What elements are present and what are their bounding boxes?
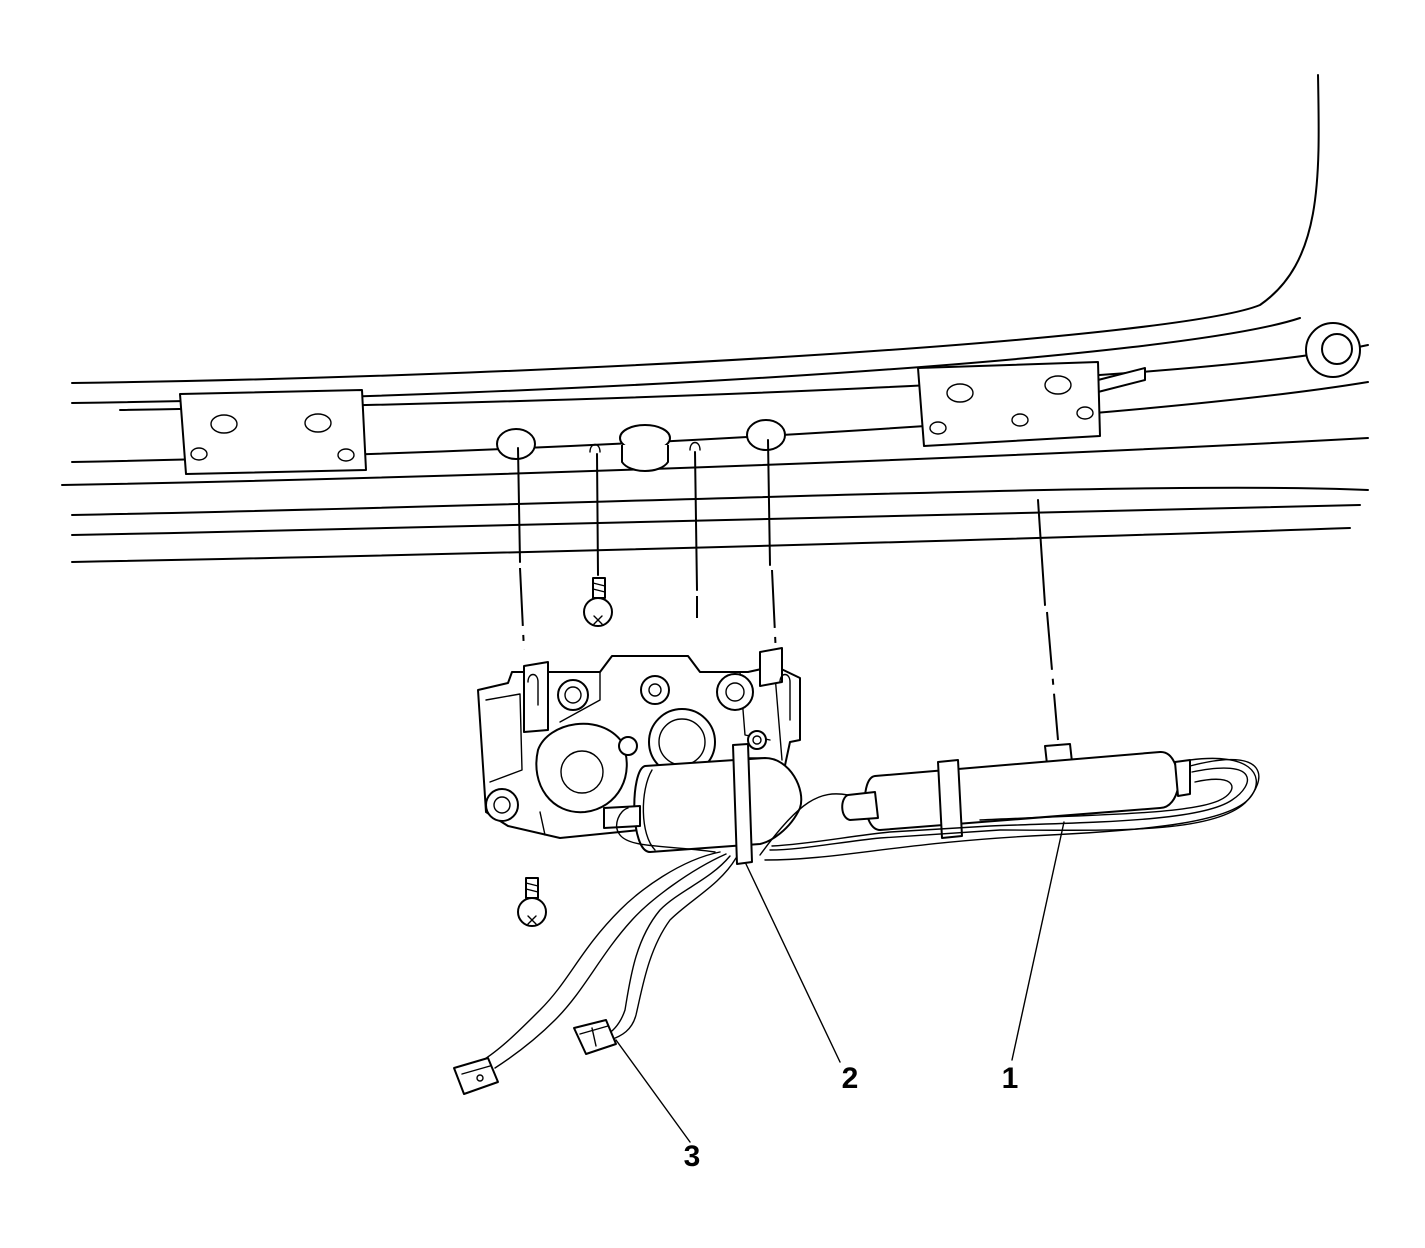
corner-bumper bbox=[1305, 322, 1361, 378]
alignment-lines bbox=[517, 439, 1059, 741]
right-hinge-bracket bbox=[917, 361, 1146, 447]
flange-nut bbox=[619, 424, 671, 472]
cable-actuator-tube bbox=[841, 743, 1191, 839]
frame-mount-points bbox=[496, 419, 786, 460]
wiring-harness bbox=[453, 757, 1260, 1095]
drive-motor-assembly bbox=[477, 647, 803, 865]
roof-frame-rail bbox=[61, 381, 1369, 563]
upper-screw bbox=[583, 577, 613, 627]
callout-3: 3 bbox=[684, 1140, 701, 1173]
lower-screw bbox=[517, 877, 547, 927]
callout-leaders bbox=[615, 821, 1065, 1143]
callout-1: 1 bbox=[1002, 1062, 1019, 1095]
left-hinge-bracket bbox=[179, 389, 367, 475]
roof-glass-outline bbox=[71, 74, 1369, 411]
callout-2: 2 bbox=[842, 1062, 859, 1095]
